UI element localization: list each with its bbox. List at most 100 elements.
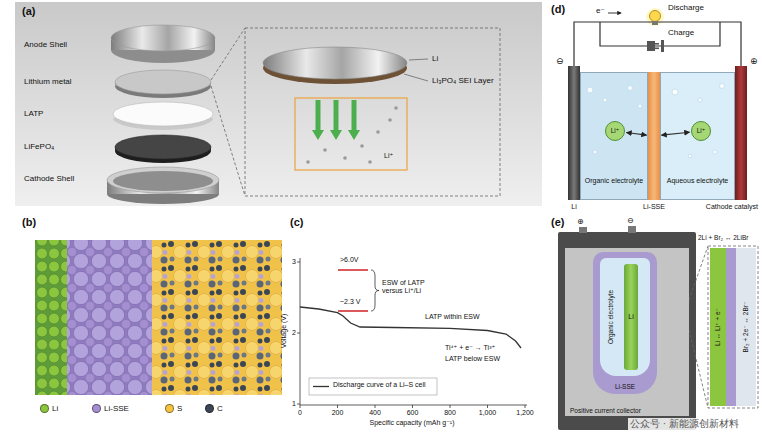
tick-label: 200 <box>332 409 344 417</box>
part-name: LiFePO₄ <box>24 142 54 151</box>
electrolyte-strip <box>726 248 736 406</box>
part-name: Anode Shell <box>24 40 67 49</box>
tick-label: 1,200 <box>516 409 534 417</box>
bubble <box>587 87 593 93</box>
mode-label: Charge <box>668 28 694 37</box>
bulb-base <box>652 21 658 25</box>
bulb-symbol <box>650 11 661 22</box>
organic-electrolyte-fill <box>580 72 648 200</box>
node-text: Li⁺ <box>611 127 620 134</box>
reaction-label: Ti⁴⁺ + e⁻ → Ti³⁺ <box>445 344 495 352</box>
electron-label: e⁻ <box>596 6 605 15</box>
flux-arrow <box>312 100 324 140</box>
ion-circle: Li⁺ <box>605 121 625 141</box>
catholyte-strip: Br₂ + 2e⁻ ↔ 2Br⁻ <box>736 248 756 406</box>
x-axis <box>300 405 527 406</box>
cathode-disc <box>115 135 211 159</box>
legend-item: Discharge curve of a Li–S cell <box>333 381 426 389</box>
layer-label: Li₃PO₄ SEI Layer <box>432 76 494 85</box>
legend-text: Discharge curve of a Li–S cell <box>333 381 426 389</box>
lithium-rod: Li <box>624 264 638 370</box>
bubble <box>628 86 633 91</box>
node-text: Positive current collector <box>570 407 641 414</box>
panel-letter: (b) <box>22 216 36 229</box>
lithium-layer <box>35 240 67 395</box>
ion-dot <box>323 148 327 152</box>
solid-electrolyte-membrane: Li-SSE <box>648 72 660 200</box>
cathode-shell <box>107 167 219 193</box>
bubble <box>698 98 702 102</box>
node-text: Organic electrolyte <box>583 177 645 185</box>
panel-letter: (c) <box>290 216 303 229</box>
electrolyte-region: Organic electrolyte Li⁺ <box>580 72 648 200</box>
plug-symbol <box>661 40 664 52</box>
node-text: Br₂ + 2e⁻ ↔ 2Br⁻ <box>742 302 749 353</box>
tick-label: 600 <box>407 409 419 417</box>
zoom-line <box>689 330 708 408</box>
discharge-curve <box>300 307 521 348</box>
ion-flux-box <box>295 98 407 170</box>
legend-item: C <box>205 404 223 413</box>
part-name: LATP <box>24 109 43 118</box>
bubble <box>593 150 597 154</box>
layer-label: Li <box>432 54 438 63</box>
brace <box>371 270 379 311</box>
annotation: LATP below ESW <box>445 355 500 363</box>
cathode-electrode: Cathode catalyst <box>735 66 747 200</box>
reaction-label: 2Li + Br₂ ↔ 2LiBr <box>698 234 748 241</box>
node-text: Organic electrolyte <box>607 290 614 344</box>
terminal <box>579 227 587 233</box>
panel-letter: (d) <box>551 3 565 16</box>
legend-item: Li-SSE <box>92 404 129 413</box>
legend-swatch <box>165 404 174 413</box>
ion-dot <box>306 160 310 164</box>
electron-arrow <box>608 13 621 14</box>
bubble <box>713 150 717 154</box>
legend-line-sample <box>313 386 329 387</box>
bubble <box>688 154 692 158</box>
bulb-symbol <box>646 8 664 26</box>
panel-background <box>15 2 542 206</box>
ion-dot <box>376 130 380 134</box>
ion-dot <box>343 156 347 160</box>
ion-dot <box>368 160 372 164</box>
voltage-label: >6.0V <box>340 256 359 264</box>
part-name: Lithium metal <box>24 77 72 86</box>
electrolyte-region: Aqueous electrolyteLi⁺ <box>660 72 735 200</box>
legend-swatch <box>205 404 214 413</box>
cell-housing <box>558 232 696 430</box>
ion-dot <box>394 106 398 110</box>
node-text: Li-SSE <box>643 203 665 211</box>
tick-label: 400 <box>369 409 381 417</box>
anode-shell <box>111 25 215 51</box>
electrolyte-layer <box>67 240 152 395</box>
y-axis <box>300 258 301 405</box>
axis-title: Voltage (V) <box>280 314 288 349</box>
zoom-line <box>211 86 245 196</box>
ion-arrow <box>661 132 689 135</box>
zoom-frame <box>245 28 500 196</box>
ion-dot <box>360 144 364 148</box>
terminal-sign: ⊕ <box>577 217 584 226</box>
ion-arrow <box>626 132 646 135</box>
part-name: Cathode Shell <box>24 174 74 183</box>
node-text: Li-SSE <box>615 383 635 390</box>
mode-label: Discharge <box>668 3 704 12</box>
node-text: Li <box>628 313 633 321</box>
lithium-disc <box>263 47 407 79</box>
legend-box <box>309 378 437 395</box>
legend-text: C <box>217 404 223 413</box>
node-text: Cathode catalyst <box>706 203 758 211</box>
node-text: Aqueous electrolyte <box>663 177 732 185</box>
axis-title: Specific capacity (mAh g⁻¹) <box>370 419 455 427</box>
bubble <box>720 84 725 89</box>
bubble <box>638 104 642 108</box>
tick-label: 3 <box>292 258 296 266</box>
tick-label: 0 <box>298 409 302 417</box>
flux-arrow <box>348 100 360 140</box>
aqueous-electrolyte-fill <box>660 72 735 200</box>
bubble <box>672 89 678 95</box>
voltage-label: ~2.3 V <box>340 298 360 306</box>
terminal <box>628 226 636 233</box>
